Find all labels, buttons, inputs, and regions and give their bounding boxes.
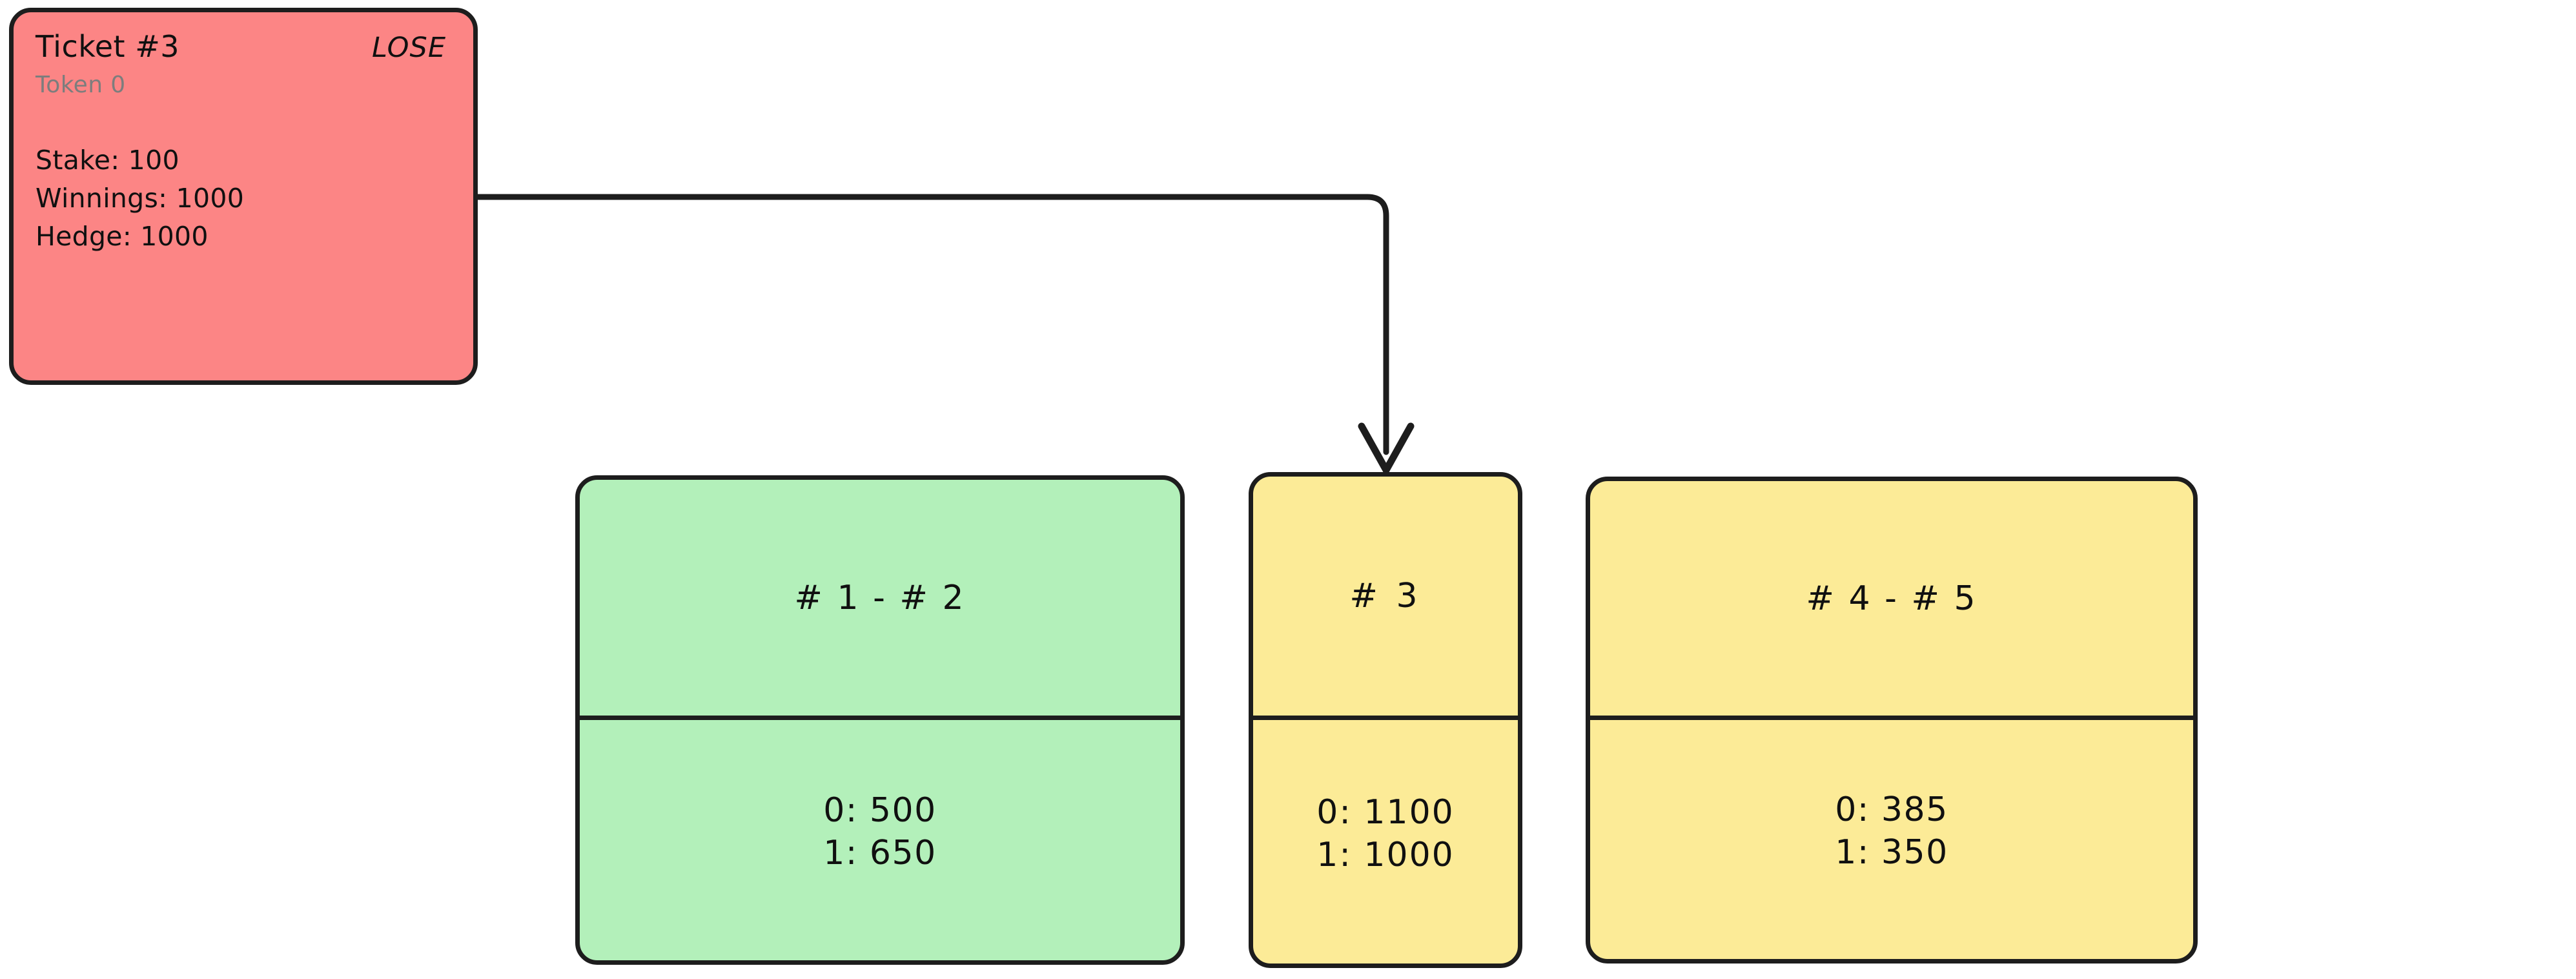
ticket-token-label: Token 0: [36, 72, 126, 98]
ticket-card[interactable]: Ticket #3 LOSE Token 0 Stake: 100 Winnin…: [9, 8, 478, 385]
bucket-header: # 1 - # 2: [580, 480, 1180, 720]
bucket-title: # 4 - # 5: [1806, 579, 1978, 618]
bucket-card-4-5[interactable]: # 4 - # 5 0: 385 1: 350: [1586, 477, 2198, 964]
bucket-card-3[interactable]: # 3 0: 1100 1: 1000: [1249, 472, 1522, 968]
bucket-card-1-2[interactable]: # 1 - # 2 0: 500 1: 650: [575, 475, 1185, 965]
connector-path: [475, 194, 1389, 455]
bucket-body: 0: 500 1: 650: [580, 720, 1180, 960]
bucket-value-1: 1: 1000: [1316, 835, 1455, 874]
bucket-title: # 1 - # 2: [794, 578, 966, 617]
bucket-body: 0: 1100 1: 1000: [1253, 720, 1518, 964]
ticket-stat-winnings: Winnings: 1000: [36, 183, 245, 214]
bucket-value-1: 1: 350: [1835, 833, 1948, 872]
bucket-title: # 3: [1349, 577, 1422, 615]
arrowhead-icon: [1358, 422, 1415, 474]
ticket-outcome-badge: LOSE: [372, 32, 446, 64]
ticket-title: Ticket #3: [36, 29, 180, 64]
ticket-header: Ticket #3 LOSE: [36, 29, 451, 64]
bucket-value-0: 0: 385: [1835, 790, 1948, 829]
bucket-value-0: 0: 500: [823, 791, 937, 830]
bucket-header: # 3: [1253, 477, 1518, 720]
ticket-stat-hedge: Hedge: 1000: [36, 221, 209, 252]
bucket-value-0: 0: 1100: [1316, 792, 1455, 832]
bucket-value-1: 1: 650: [823, 834, 937, 872]
ticket-stat-stake: Stake: 100: [36, 145, 179, 176]
ticket-stats-list: Stake: 100 Winnings: 1000 Hedge: 1000: [36, 145, 451, 252]
bucket-header: # 4 - # 5: [1590, 481, 2193, 720]
bucket-body: 0: 385 1: 350: [1590, 720, 2193, 959]
